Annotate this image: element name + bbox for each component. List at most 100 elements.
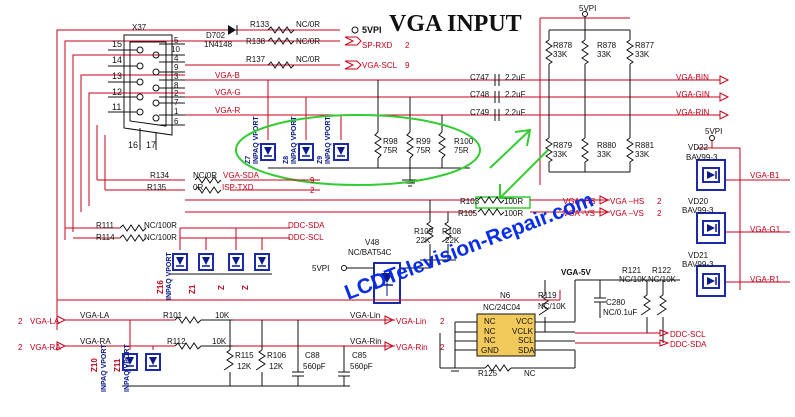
value-label: NC/10K [538, 302, 567, 311]
ref-label: R879 [553, 141, 573, 150]
ref-label: R112 [167, 337, 186, 346]
power-label: 5VPI [312, 264, 329, 273]
pin-label: 12 [112, 87, 122, 97]
ref-label: Z9 [317, 156, 324, 164]
zener-z8: Z8 INPAQ VPORT [283, 97, 315, 164]
pin-label: 9 [174, 63, 179, 72]
net-number: 9 [310, 176, 315, 185]
ref-label: Z [217, 285, 226, 290]
ref-label: R878 [553, 41, 573, 50]
pin-label: NC [484, 336, 496, 345]
value-label: 33K [553, 50, 568, 59]
d702-diode: D702 1N4148 [204, 25, 238, 49]
net-label: VGA-RIN [676, 108, 710, 117]
highlight-arrow-2 [499, 149, 549, 199]
ref-label: C749 [470, 108, 490, 117]
net-label: VGA-LA [30, 317, 60, 326]
pin-label: 6 [174, 117, 179, 126]
power-label: 5VPI [362, 25, 382, 35]
value-label: 33K [635, 150, 650, 159]
net-label: VGA-B [215, 71, 240, 80]
ref-label: Z1 [188, 284, 197, 294]
pin-label: 3 [174, 72, 179, 81]
part-label: INPAQ VPORT [325, 116, 332, 164]
value-label: 12K [237, 362, 252, 371]
value-label: 560pF [303, 362, 326, 371]
part-label: NC/BAT54C [348, 248, 392, 257]
value-label: 12K [269, 362, 284, 371]
value-label: 75R [383, 146, 398, 155]
value-label: 0R [193, 183, 203, 192]
net-number: 2 [310, 186, 315, 195]
ref-label: R106 [267, 351, 287, 360]
net-label: VGA -VS [563, 209, 595, 218]
resistor-row [267, 26, 295, 69]
net-label: VGA-LA [80, 311, 110, 320]
part-label: INPAQ VPORT [253, 116, 260, 164]
highlight-arrowhead-top [514, 128, 532, 147]
net-label: VGA -HS [563, 197, 595, 206]
pin-label: 16 [128, 140, 138, 150]
zener-z9: Z9 INPAQ VPORT [317, 115, 350, 164]
net-label: VGA-Rin [396, 343, 428, 352]
net-label: DDC-SCL [670, 330, 706, 339]
ref-label: R877 [635, 41, 655, 50]
ref-label: R134 [150, 171, 170, 180]
ref-label: V48 [365, 238, 380, 247]
ref-label: R135 [147, 183, 167, 192]
power-label: VGA-5V [561, 268, 591, 277]
value-label: NC/10K [648, 275, 677, 284]
value-label: NC/0R [296, 55, 320, 64]
coupling-caps: C747 2.2uF C748 2.2uF C749 2.2uF VGA-BIN… [470, 73, 730, 121]
ref-label: R101 [163, 311, 183, 320]
net-label: VGA-BIN [676, 73, 709, 82]
ref-label: R103 [460, 197, 480, 206]
audio-section: 2 VGA-LA 2 VGA-RA VGA-LA VGA-RA R101 10K… [18, 311, 445, 392]
pin-label: SCL [518, 336, 534, 345]
pin-label: 2 [174, 89, 179, 98]
pin-label: VCLK [512, 327, 534, 336]
port-arrow [344, 36, 362, 46]
v48-diode: V48 NC/BAT54C 5VPI [312, 238, 431, 304]
part-label: INPAQ VPORT [101, 344, 108, 392]
pin-label: 10 [171, 45, 180, 54]
ref-label: Z16 [156, 280, 165, 294]
net-label: VGA-Lin [350, 311, 380, 320]
port-arrow [344, 60, 362, 70]
bias-network: 5VPI R878 33K R878 33K R877 33K R879 33K… [545, 4, 655, 173]
value-label: 10K [212, 337, 227, 346]
value-label: 22K [445, 236, 460, 245]
value-label: 33K [597, 50, 612, 59]
highlight-ellipse [235, 114, 481, 186]
ref-label: R108 [442, 227, 462, 236]
pin-label: NC [484, 327, 496, 336]
net-label: DDC-SCL [288, 233, 324, 242]
connector-ref: X37 [132, 23, 147, 32]
outer-loop [57, 290, 561, 301]
value-label: NC/0R [296, 37, 320, 46]
pin-label: GND [481, 346, 499, 355]
net-number: 2 [440, 343, 445, 352]
pin-label: 8 [174, 81, 179, 90]
ref-label: R119 [538, 291, 557, 300]
ref-label: R122 [652, 266, 672, 275]
value-label: 100R [504, 209, 523, 218]
right-clamp-diodes: 5VPI VD22 BAV99-3 VGA-B1 VD20 BAV99-3 VG… [682, 127, 790, 297]
ref-label: R105 [458, 209, 478, 218]
ref-label: R111 [96, 221, 114, 230]
net-label: DDC-SDA [670, 340, 707, 349]
page-title: VGA INPUT [389, 11, 522, 37]
net-label: VGA-RA [30, 343, 61, 352]
ref-label: C280 [606, 298, 626, 307]
pin-label: 13 [112, 71, 122, 81]
ref-label: Z7 [245, 156, 252, 164]
pin-label: 1 [174, 107, 179, 116]
pin-label: NC [484, 317, 496, 326]
ref-label: R121 [622, 266, 642, 275]
value-label: NC [524, 369, 536, 378]
net-label: VGA –VS [610, 209, 644, 218]
vga-connector: X37 15 14 13 12 11 5 10 4 9 3 8 2 [108, 23, 185, 150]
net-label: VGA-SCL [362, 61, 398, 70]
ref-label: R880 [597, 141, 617, 150]
part-label: INPAQ VPORT [291, 116, 298, 164]
